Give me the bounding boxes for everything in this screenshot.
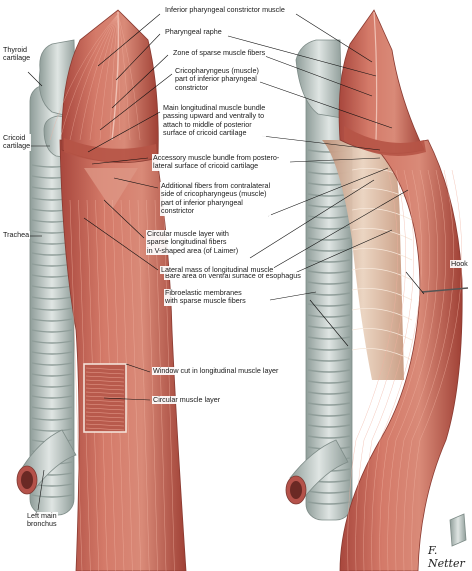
label-bare-area: Bare area on ventral surface of esophagu… xyxy=(164,271,302,281)
hook xyxy=(421,287,469,293)
label-circular-v: Circular muscle layer with sparse longit… xyxy=(146,229,240,256)
fibroelastic-membrane xyxy=(322,140,404,380)
window-cut xyxy=(83,363,127,433)
label-additional-fibers: Additional fibers from contralateral sid… xyxy=(160,181,272,216)
label-fibroelastic: Fibroelastic membranes with sparse muscl… xyxy=(164,288,247,306)
label-cricoid-cartilage: Cricoid cartilage xyxy=(2,133,32,151)
label-zone-sparse: Zone of sparse muscle fibers xyxy=(172,48,267,58)
label-hook: Hook xyxy=(450,259,469,269)
label-accessory-bundle: Accessory muscle bundle from postero- la… xyxy=(152,153,281,171)
label-circular-layer: Circular muscle layer xyxy=(152,395,222,405)
label-main-longitudinal: Main longitudinal muscle bundle passing … xyxy=(162,103,267,138)
right-thyroid-cartilage xyxy=(295,39,343,119)
artist-signature: F. Netter xyxy=(428,544,465,570)
right-esophagus xyxy=(339,139,463,571)
label-left-main-bronchus: Left main bronchus xyxy=(26,511,58,529)
label-pharyngeal-raphe: Pharyngeal raphe xyxy=(164,27,223,37)
label-lateral-mass: Lateral mass of longitudinal muscle xyxy=(160,265,275,275)
label-trachea: Trachea xyxy=(2,230,31,240)
label-thyroid-cartilage: Thyroid cartilage xyxy=(2,45,32,63)
leader-lines xyxy=(26,13,425,511)
left-pharynx xyxy=(61,9,159,163)
label-cricopharyngeus: Cricopharyngeus (muscle) part of inferio… xyxy=(174,66,260,93)
label-window-cut: Window cut in longitudinal muscle layer xyxy=(152,366,280,376)
label-inferior-constrictor: Inferior pharyngeal constrictor muscle xyxy=(164,5,286,15)
